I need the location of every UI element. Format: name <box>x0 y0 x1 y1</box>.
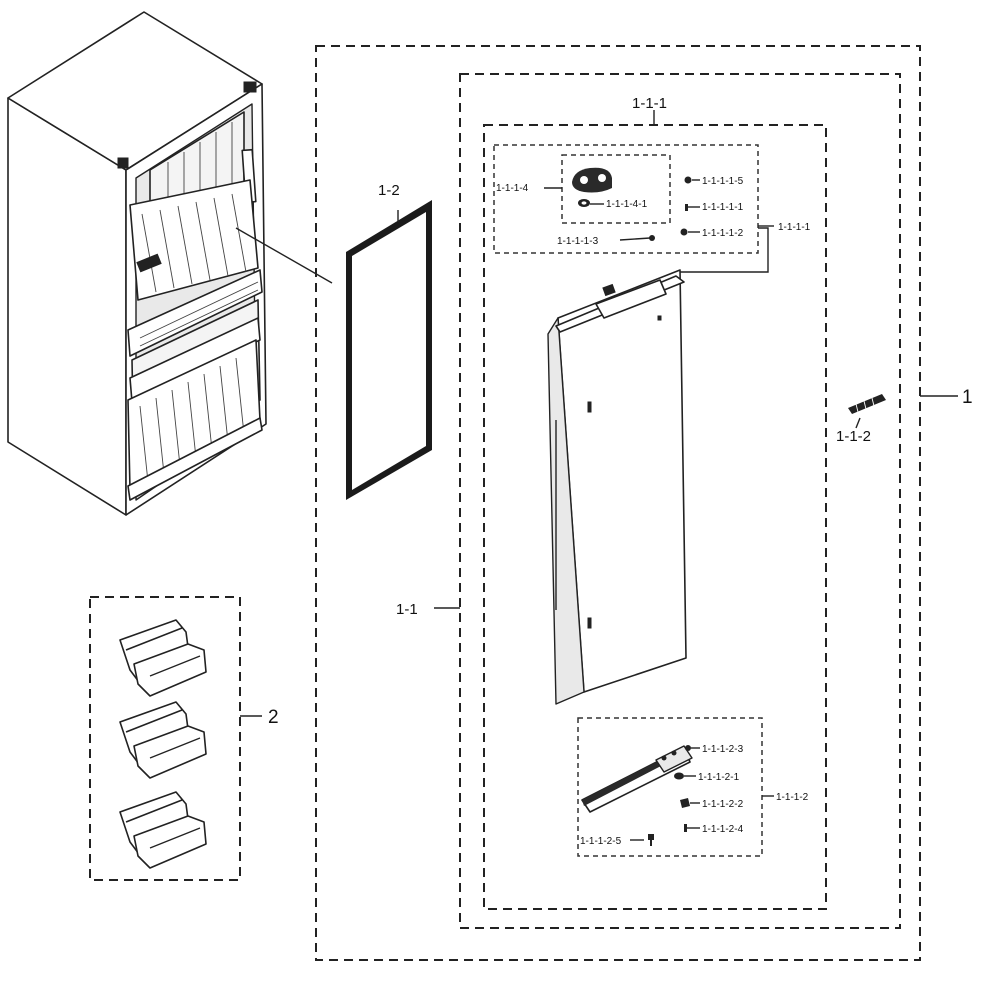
label-part-1-1-1-2-2: 1-1-1-2-2 <box>702 799 744 810</box>
label-door-foam-assy: 1-1-1 <box>632 95 667 112</box>
label-door-assy: 1-1 <box>396 601 418 618</box>
label-lower-cap-assy: 1-1-1-2 <box>776 792 809 803</box>
upper-cap-assy-box <box>493 144 759 254</box>
door-handle <box>848 394 886 429</box>
lower-screws <box>630 745 700 846</box>
label-part-1-1-1-1-2: 1-1-1-1-2 <box>702 228 744 239</box>
label-part-1-1-1-1-5: 1-1-1-1-5 <box>702 176 744 187</box>
upper-screws <box>619 176 700 241</box>
door-gasket <box>346 200 432 500</box>
door-foam-assy-box <box>483 124 827 910</box>
door-assy-box <box>459 73 901 929</box>
label-baskets: 2 <box>268 707 279 728</box>
label-part-1-1-1-2-3: 1-1-1-2-3 <box>702 744 744 755</box>
label-upper-cap-assy: 1-1-1-1 <box>778 222 811 233</box>
label-part-1-1-1-2-4: 1-1-1-2-4 <box>702 824 744 835</box>
label-handle: 1-1-2 <box>836 428 871 445</box>
door-basket-middle <box>119 701 207 779</box>
lower-cap-assy-box <box>577 717 763 857</box>
door-basket-top <box>119 619 207 697</box>
door-foam-assy-connector <box>680 227 769 273</box>
refrigerator-door <box>547 269 687 705</box>
label-hinge-washer: 1-1-1-4-1 <box>606 199 648 210</box>
lower-door-cap <box>581 745 693 813</box>
label-part-1-1-1-1-1: 1-1-1-1-1 <box>702 202 744 213</box>
upper-hinge-group-box <box>561 154 671 224</box>
gasket-leader-line <box>235 227 333 284</box>
baskets-box <box>89 596 241 881</box>
label-part-1-1-1-2-1: 1-1-1-2-1 <box>698 772 740 783</box>
label-assembly-1: 1 <box>962 387 973 408</box>
refrigerator-cabinet <box>7 11 267 516</box>
label-part-1-1-1-1-3: 1-1-1-1-3 <box>557 236 599 247</box>
assembly-1-box <box>315 45 921 961</box>
door-basket-bottom <box>119 791 207 869</box>
upper-hinge <box>572 167 612 207</box>
label-gasket: 1-2 <box>378 182 400 199</box>
label-part-1-1-1-2-5: 1-1-1-2-5 <box>580 836 622 847</box>
label-upper-hinge-group: 1-1-1-4 <box>496 183 529 194</box>
